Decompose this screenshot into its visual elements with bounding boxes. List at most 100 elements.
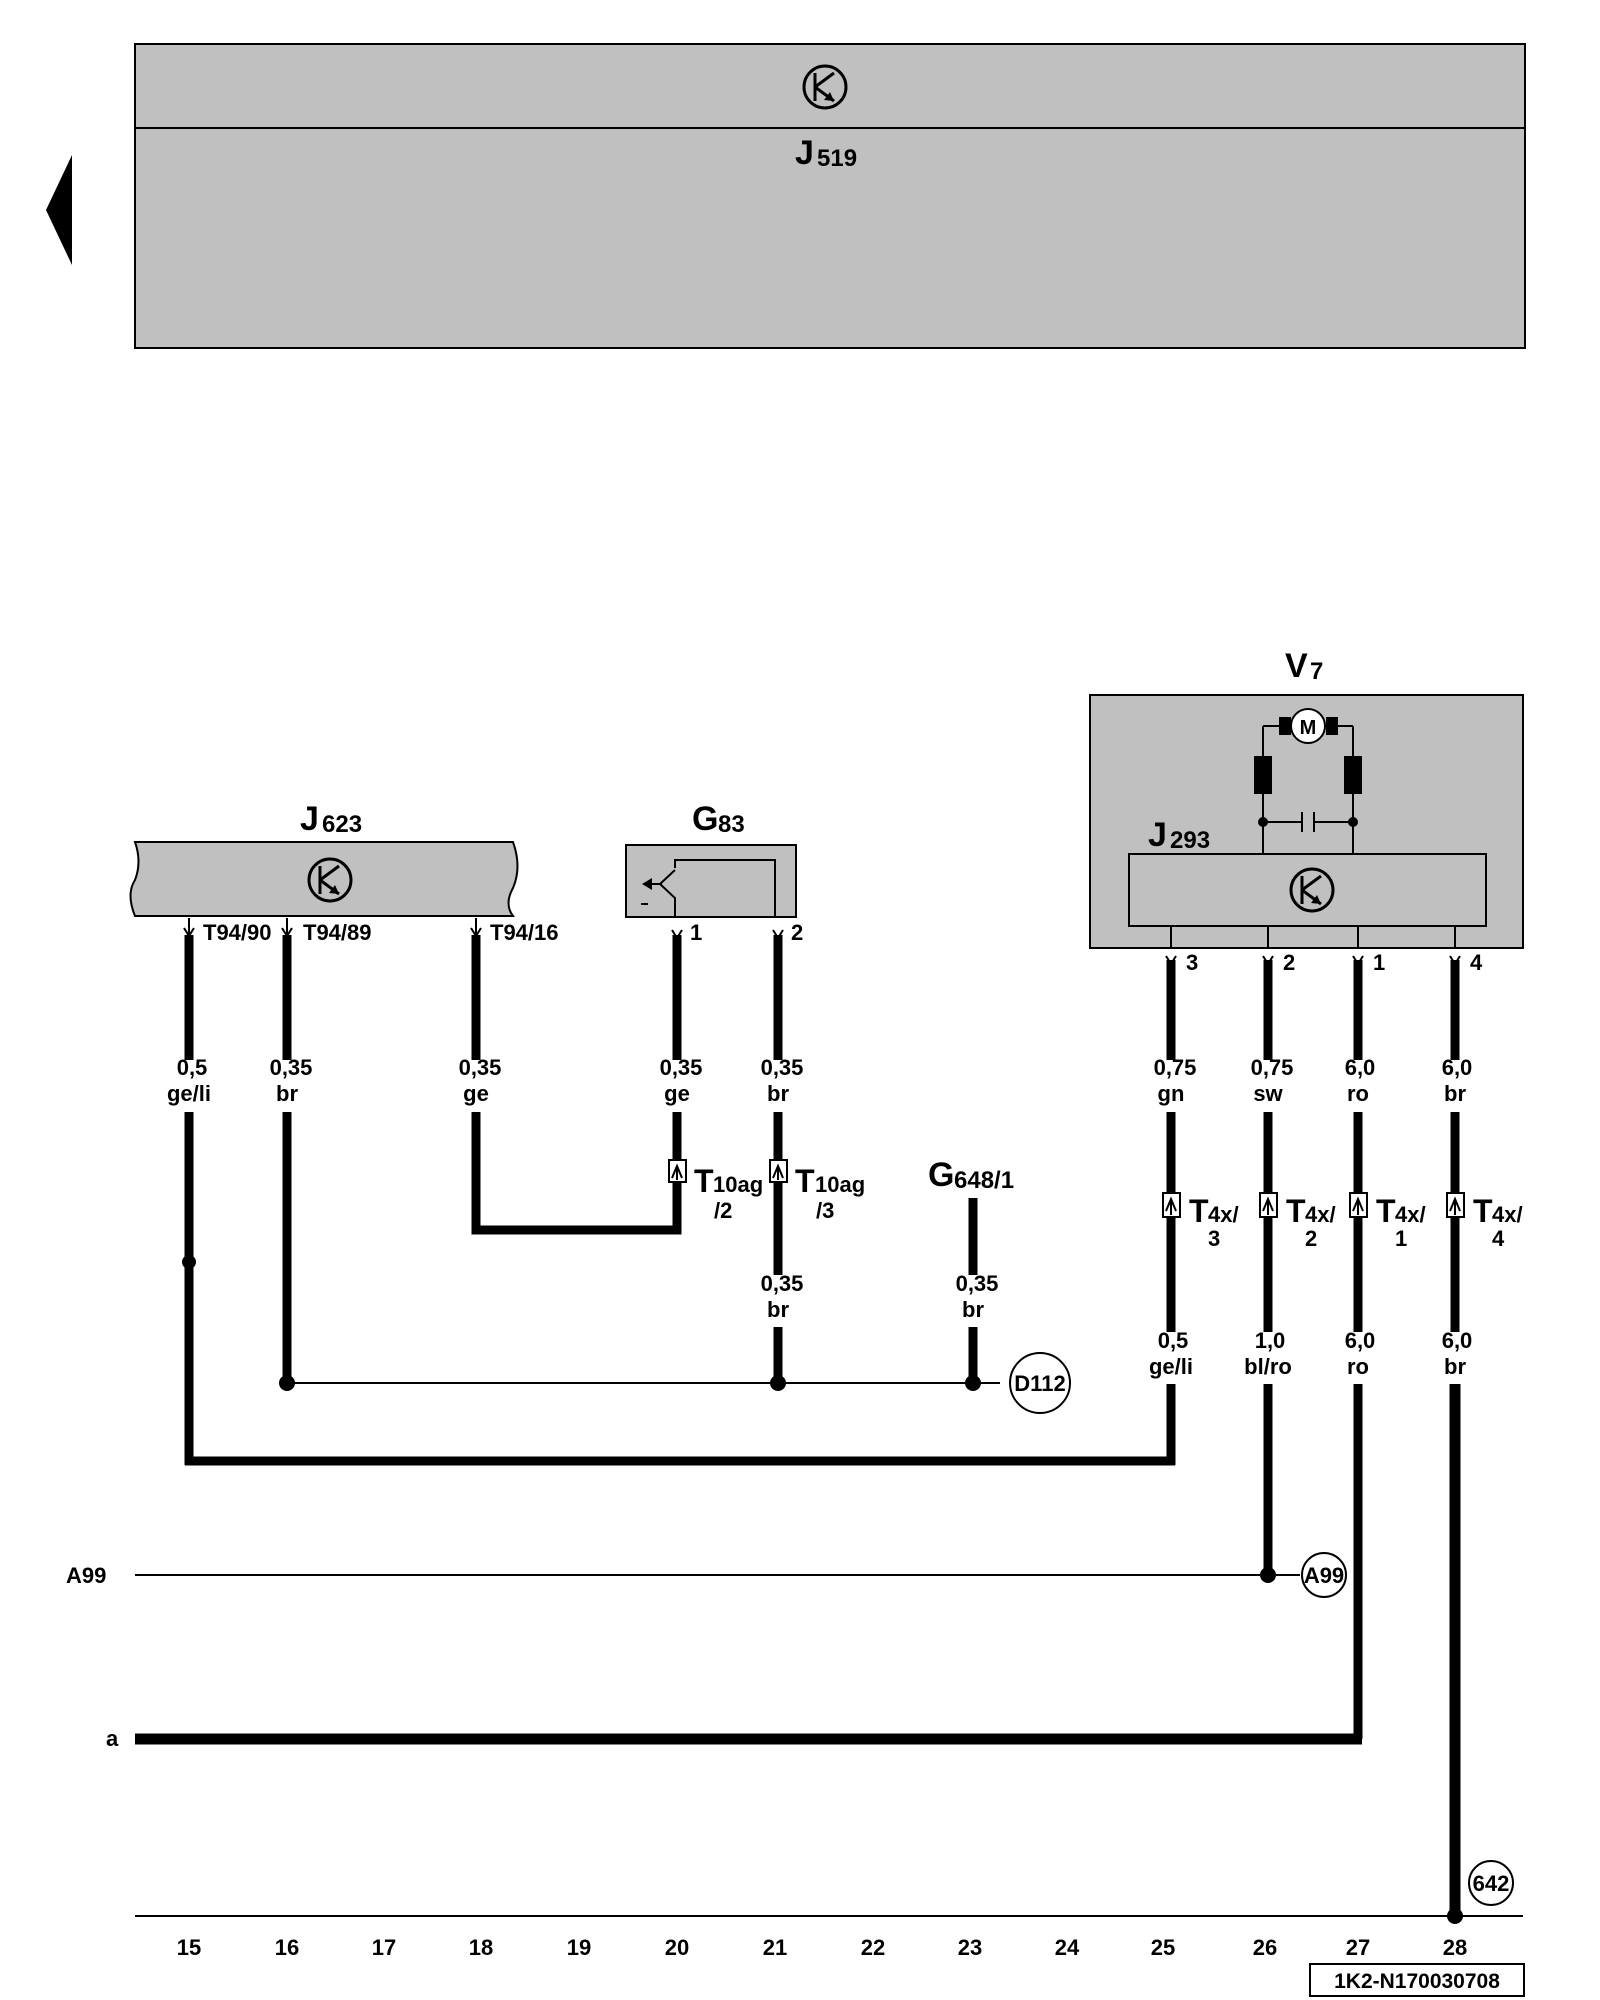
g83-label-main: G — [692, 800, 718, 838]
reference-a99[interactable]: A99 — [1301, 1552, 1347, 1598]
svg-text:26: 26 — [1253, 1935, 1277, 1960]
svg-text:/3: /3 — [816, 1198, 834, 1223]
junction-dots — [182, 1255, 1463, 1924]
coil-right — [1344, 756, 1362, 794]
svg-text:6,0: 6,0 — [1442, 1328, 1473, 1353]
motor-label: M — [1300, 717, 1317, 739]
wire-labels-lower: 0,35 br 0,35 br 0,5 ge/li 1,0 bl/ro 6,0 … — [761, 1271, 1473, 1379]
module-j293 — [1128, 853, 1487, 927]
svg-text:br: br — [767, 1297, 789, 1322]
svg-text:0,35: 0,35 — [270, 1055, 313, 1080]
j623-label-sub: 623 — [322, 811, 362, 838]
svg-text:15: 15 — [177, 1935, 201, 1960]
a-left-label: a — [106, 1726, 119, 1751]
svg-text:642: 642 — [1473, 1871, 1510, 1896]
svg-text:4x/: 4x/ — [1208, 1202, 1239, 1227]
svg-text:4x/: 4x/ — [1305, 1202, 1336, 1227]
svg-text:18: 18 — [469, 1935, 493, 1960]
diagram-code: 1K2-N170030708 — [1334, 1970, 1500, 1993]
component-g83: G 83 — [625, 800, 797, 918]
svg-text:ge: ge — [664, 1081, 690, 1106]
connector-pin-icon — [1349, 1192, 1368, 1218]
pin-markers — [183, 918, 1461, 966]
j623-label-main: J — [300, 800, 319, 838]
j293-label-main: J — [1148, 816, 1167, 854]
transistor-circle-icon — [307, 857, 353, 903]
svg-text:16: 16 — [275, 1935, 299, 1960]
svg-text:21: 21 — [763, 1935, 787, 1960]
svg-text:0,35: 0,35 — [761, 1055, 804, 1080]
svg-text:/2: /2 — [714, 1198, 732, 1223]
svg-text:D112: D112 — [1014, 1371, 1065, 1396]
svg-text:br: br — [962, 1297, 984, 1322]
svg-text:T: T — [1376, 1193, 1396, 1229]
svg-text:br: br — [767, 1081, 789, 1106]
svg-text:0,75: 0,75 — [1251, 1055, 1294, 1080]
reference-d112[interactable]: D112 — [1009, 1352, 1071, 1414]
svg-text:27: 27 — [1346, 1935, 1370, 1960]
module-j623: J 623 — [129, 800, 519, 917]
j519-label-sub: 519 — [817, 145, 857, 172]
j519-label-main: J — [795, 134, 814, 172]
svg-text:23: 23 — [958, 1935, 982, 1960]
svg-text:6,0: 6,0 — [1345, 1055, 1376, 1080]
svg-text:4: 4 — [1492, 1226, 1505, 1251]
g648-label-main: G — [928, 1156, 954, 1194]
wire-labels-upper: 0,5 ge/li 0,35 br 0,35 ge 0,35 ge 0,35 b… — [167, 1055, 1472, 1106]
svg-text:sw: sw — [1253, 1081, 1283, 1106]
svg-text:T: T — [1286, 1193, 1306, 1229]
v7-label-sub: 7 — [1310, 658, 1323, 685]
svg-text:br: br — [1444, 1354, 1466, 1379]
coil-left — [1254, 756, 1272, 794]
diagram-code-box: 1K2-N170030708 — [1309, 1963, 1525, 1997]
svg-text:0,5: 0,5 — [177, 1055, 208, 1080]
svg-text:T: T — [694, 1163, 714, 1199]
connector-symbols — [668, 1159, 1465, 1218]
svg-text:17: 17 — [372, 1935, 396, 1960]
svg-text:gn: gn — [1158, 1081, 1185, 1106]
pin-label: 1 — [690, 920, 702, 945]
svg-text:0,35: 0,35 — [459, 1055, 502, 1080]
g83-label-sub: 83 — [718, 811, 745, 838]
wires — [135, 935, 1523, 1917]
svg-text:19: 19 — [567, 1935, 591, 1960]
svg-text:0,5: 0,5 — [1158, 1328, 1189, 1353]
pin-label: 1 — [1373, 950, 1385, 975]
svg-text:ge/li: ge/li — [167, 1081, 211, 1106]
component-v7: V 7 M J 293 — [1089, 647, 1524, 949]
svg-text:br: br — [276, 1081, 298, 1106]
connector-labels: T 10ag /2 T 10ag /3 T 4x/ 3 T 4x/ 2 T 4x… — [694, 1163, 1523, 1251]
svg-text:4x/: 4x/ — [1492, 1202, 1523, 1227]
svg-text:T: T — [1473, 1193, 1493, 1229]
transistor-circle-icon — [802, 64, 848, 110]
svg-text:3: 3 — [1208, 1226, 1220, 1251]
svg-text:2: 2 — [1305, 1226, 1317, 1251]
reference-642[interactable]: 642 — [1468, 1860, 1514, 1906]
svg-text:bl/ro: bl/ro — [1244, 1354, 1292, 1379]
svg-text:4x/: 4x/ — [1395, 1202, 1426, 1227]
column-numbers: 15 16 17 18 19 20 21 22 23 24 25 26 27 2… — [177, 1935, 1467, 1960]
pin-label: T94/16 — [490, 920, 559, 945]
svg-text:0,35: 0,35 — [660, 1055, 703, 1080]
svg-text:24: 24 — [1055, 1935, 1080, 1960]
j293-label-sub: 293 — [1170, 827, 1210, 854]
svg-text:0,35: 0,35 — [761, 1271, 804, 1296]
pin-label: T94/90 — [203, 920, 272, 945]
g648-label-sub: 648/1 — [954, 1167, 1014, 1194]
pin-label: 3 — [1186, 950, 1198, 975]
svg-text:ro: ro — [1347, 1081, 1369, 1106]
module-j519: J 519 — [134, 43, 1526, 349]
svg-text:1,0: 1,0 — [1255, 1328, 1286, 1353]
svg-text:1: 1 — [1395, 1226, 1407, 1251]
pin-label: 2 — [1283, 950, 1295, 975]
pin-label: 4 — [1470, 950, 1483, 975]
svg-text:20: 20 — [665, 1935, 689, 1960]
svg-text:br: br — [1444, 1081, 1466, 1106]
svg-text:T: T — [1189, 1193, 1209, 1229]
transistor-circle-icon — [1289, 867, 1335, 913]
connector-pin-icon — [769, 1159, 788, 1183]
svg-text:10ag: 10ag — [713, 1172, 763, 1197]
previous-page-arrow-icon[interactable] — [46, 155, 72, 265]
svg-text:ro: ro — [1347, 1354, 1369, 1379]
